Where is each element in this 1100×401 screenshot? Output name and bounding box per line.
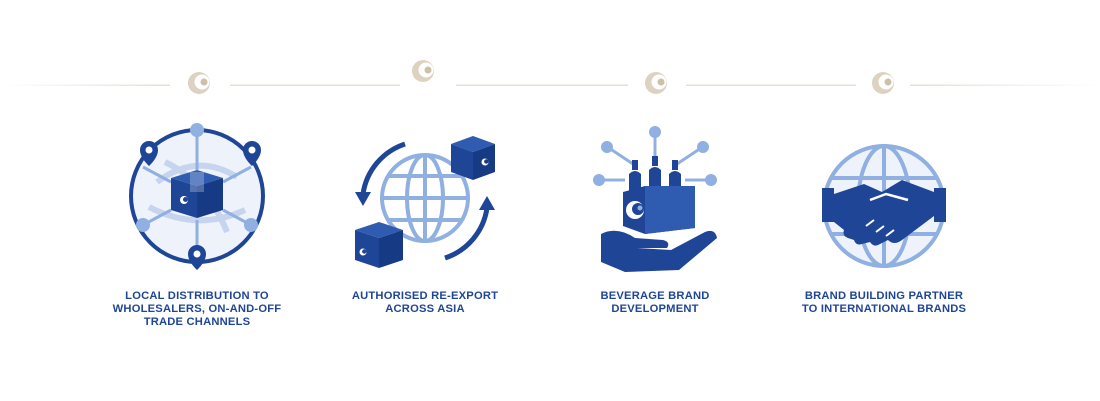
crescent-logo-icon: [188, 72, 210, 94]
feature-label: BEVERAGE BRAND DEVELOPMENT: [600, 290, 710, 315]
feature-label: BRAND BUILDING PARTNER TO INTERNATIONAL …: [801, 290, 967, 315]
feature-label: AUTHORISED RE-EXPORT ACROSS ASIA: [351, 290, 499, 315]
beverage-brand-icon: [593, 126, 717, 272]
distribution-network-icon: [129, 123, 265, 270]
handshake-globe-icon: [822, 144, 946, 268]
crescent-logo-icon: [645, 72, 667, 94]
crescent-logo-icon: [872, 72, 894, 94]
crescent-logo-icon: [412, 60, 434, 82]
feature-label: LOCAL DISTRIBUTION TO WHOLESALERS, ON-AN…: [112, 290, 282, 328]
divider-line: [0, 60, 1100, 94]
globe-re-export-icon: [355, 136, 495, 268]
